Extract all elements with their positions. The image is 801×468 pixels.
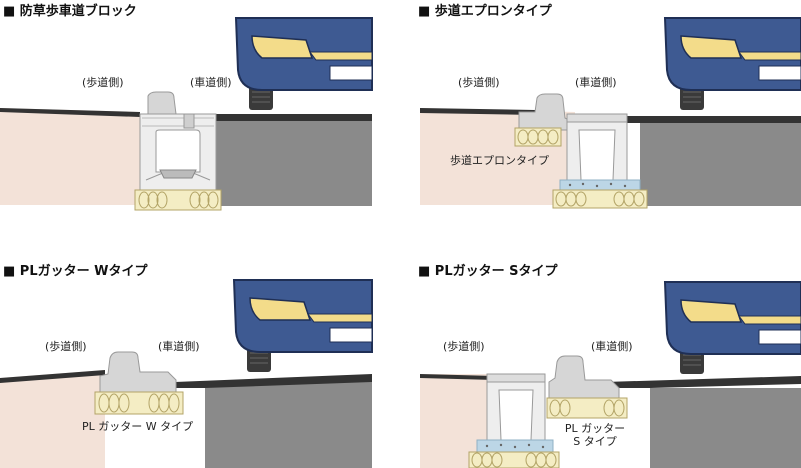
road-base (205, 382, 372, 468)
sidewalk-pavement (420, 374, 495, 380)
car-illustration (663, 281, 801, 374)
road-asphalt (605, 376, 801, 388)
sidewalk-gutter-block (486, 373, 546, 447)
component-label-line1: PL ガッター (564, 422, 626, 435)
component-label: PL ガッター W タイプ (82, 420, 194, 433)
road-base (650, 388, 801, 468)
roadway-side-label: (車道側) (190, 76, 232, 89)
headlight (680, 35, 743, 59)
sidewalk-side-label: (歩道側) (443, 340, 485, 353)
apron-gutter-block (566, 113, 628, 187)
sidewalk-side-label: (歩道側) (458, 76, 500, 89)
component-label: PL ガッター S タイプ (557, 422, 633, 448)
component-label: 歩道エプロンタイプ (450, 154, 549, 167)
diagram-pl-gutter-s-type (420, 281, 801, 468)
sidewalk-pavement (0, 370, 105, 383)
sidewalk-side-label: (歩道側) (45, 340, 87, 353)
foundation-logs (468, 397, 628, 468)
foundation-logs (514, 127, 648, 209)
foundation-logs (94, 391, 184, 415)
apron-curb-block (518, 93, 570, 131)
license-plate (758, 329, 801, 345)
sidewalk-soil (0, 370, 105, 468)
road-asphalt (625, 116, 801, 123)
component-label-line2: S タイプ (573, 435, 617, 448)
sidewalk-side-label: (歩道側) (82, 76, 124, 89)
panel-title: ■ 防草歩車道ブロック (3, 4, 137, 19)
panel-pl-gutter-s-type: ■ PLガッター Sタイプ (歩道側) (車道側) PL ガッター S タイプ (415, 258, 801, 468)
sidewalk-soil (0, 108, 140, 205)
roadway-side-label: (車道側) (575, 76, 617, 89)
sidewalk-pavement (0, 108, 140, 117)
car-illustration (234, 17, 373, 110)
panel-sidewalk-apron-type: ■ 歩道エプロンタイプ (歩道側) (車道側) 歩道エプロンタイプ (415, 0, 801, 230)
car-illustration (232, 279, 373, 372)
foundation-logs (134, 189, 222, 211)
diagram-pl-gutter-w-type (0, 279, 373, 468)
pl-gutter-w-block (99, 351, 177, 393)
road-base (215, 120, 372, 206)
pl-gutter-s-block (548, 355, 620, 399)
sidewalk-pavement (420, 108, 535, 115)
panel-weed-proof-curb: ■ 防草歩車道ブロック (歩道側) (車道側) (0, 0, 400, 230)
sidewalk-soil (420, 374, 495, 468)
diagram-weed-proof-curb (0, 17, 373, 211)
panel-title: ■ PLガッター Sタイプ (418, 264, 558, 279)
license-plate (329, 65, 373, 81)
road-asphalt (175, 374, 372, 388)
headlight (251, 35, 314, 59)
car-illustration (663, 17, 801, 110)
headlight (680, 299, 743, 323)
panel-pl-gutter-w-type: ■ PLガッター Wタイプ (歩道側) (車道側) PL ガッター W タイプ (0, 258, 400, 468)
road-asphalt (190, 114, 372, 121)
roadway-side-label: (車道側) (591, 340, 633, 353)
gravel-bed (559, 179, 641, 191)
road-base (640, 122, 801, 206)
panel-title: ■ 歩道エプロンタイプ (418, 4, 552, 19)
headlight (249, 297, 312, 321)
gravel-bed (476, 439, 554, 453)
license-plate (758, 65, 801, 81)
panel-title: ■ PLガッター Wタイプ (3, 264, 148, 279)
license-plate (329, 327, 373, 343)
roadway-side-label: (車道側) (158, 340, 200, 353)
weed-proof-curb-block (139, 91, 217, 191)
diagram-sidewalk-apron-type (420, 17, 801, 209)
